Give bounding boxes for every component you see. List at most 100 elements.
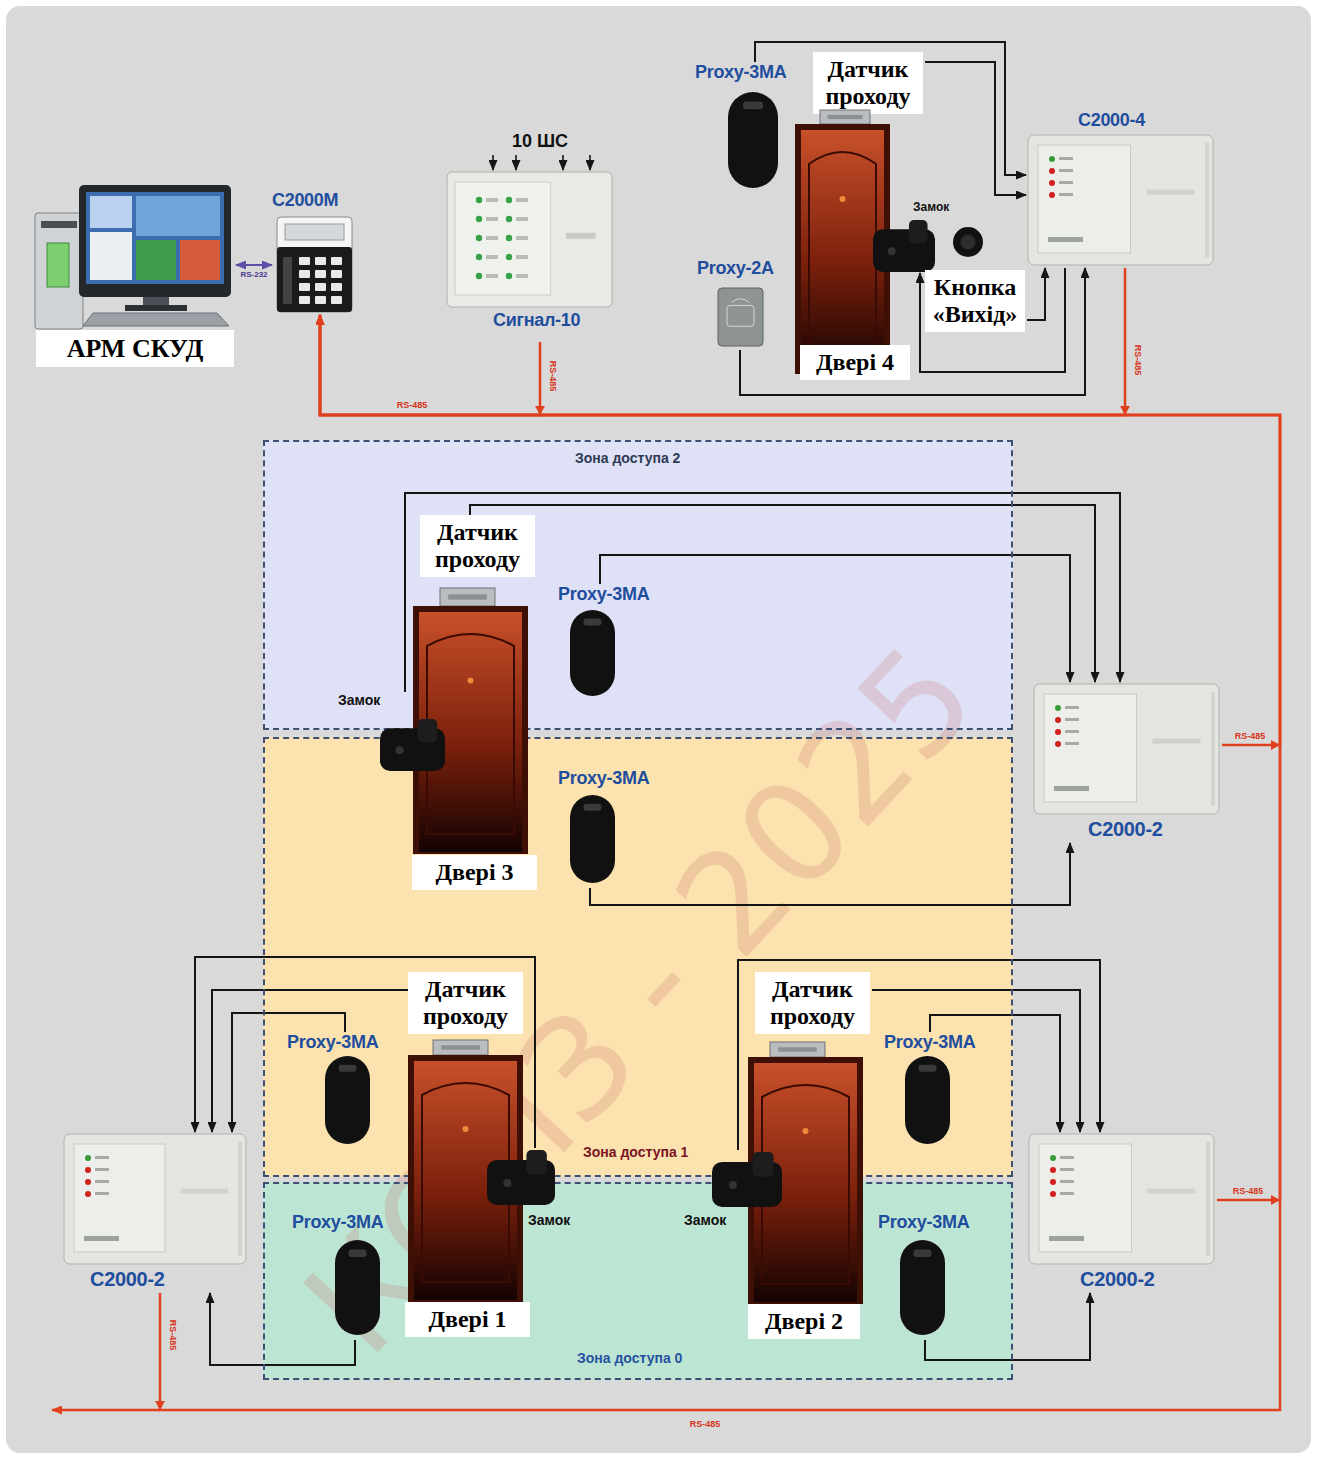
device-name: Замок — [338, 692, 380, 708]
device-name: С2000-2 — [1080, 1268, 1155, 1291]
pc-icon — [136, 196, 220, 236]
ctrl-icon — [1055, 717, 1061, 723]
sig-icon — [476, 254, 482, 260]
sig-icon — [516, 217, 528, 221]
km-icon — [277, 217, 352, 312]
lock-icon — [873, 220, 935, 272]
sig-icon — [506, 216, 512, 222]
ctrl-icon — [74, 1144, 165, 1252]
ctrl-icon — [238, 1142, 242, 1256]
lock-icon — [418, 719, 438, 742]
ctrl-icon — [1028, 135, 1213, 265]
ctrl-icon — [1055, 729, 1061, 735]
pc-icon — [180, 240, 220, 280]
ctrl-icon — [95, 1168, 109, 1171]
access-zone: Зона доступа 1Proxy-3MAДатчик проходуДат… — [263, 737, 1013, 1177]
bus-label: RS-485 — [690, 1419, 721, 1429]
input-arrow — [515, 155, 517, 170]
exit-button-node: Кнопка «Вихід» — [925, 225, 1027, 347]
lock-icon — [753, 1152, 774, 1177]
wire — [590, 843, 1070, 905]
caption-box: Датчик проходу — [408, 972, 523, 1034]
rs232-link — [236, 264, 272, 266]
reader-icon — [349, 1250, 367, 1258]
ctrl-icon — [85, 1179, 91, 1185]
reader2-icon — [732, 299, 750, 303]
button-icon — [961, 235, 976, 250]
wire — [920, 268, 1065, 372]
ctrl-icon — [1038, 145, 1131, 253]
button-icon — [953, 227, 983, 257]
ctrl-icon — [85, 1167, 91, 1173]
reader2-icon — [718, 288, 763, 346]
bus-junction-arrow — [1271, 740, 1280, 750]
reader-icon — [914, 1250, 932, 1258]
ctrl-icon — [1050, 1155, 1056, 1161]
reader-icon — [339, 1065, 357, 1072]
ctrl-icon — [1029, 1134, 1214, 1264]
bus-label: RS-485 — [548, 361, 558, 392]
km-icon — [331, 270, 342, 278]
reader-icon — [919, 1065, 937, 1072]
lock-icon — [396, 746, 404, 754]
sig-icon — [506, 197, 512, 203]
sensor-label: Датчик проходу — [755, 972, 872, 1036]
ctrl-icon — [84, 1236, 119, 1241]
lock-node: Замок — [484, 1148, 594, 1236]
device-name: Proxy-2A — [697, 258, 774, 279]
sig-icon — [476, 197, 482, 203]
bus-label: RS-485 — [1235, 731, 1266, 741]
sensor-icon — [448, 594, 487, 599]
pc-icon — [41, 221, 77, 228]
device-name: Proxy-3MA — [287, 1032, 378, 1053]
ctrl-icon — [1211, 692, 1215, 806]
lock-icon — [888, 247, 896, 255]
sensor-icon — [820, 110, 870, 124]
km-icon — [299, 283, 310, 291]
sig-icon — [506, 254, 512, 260]
lock-icon — [503, 1179, 511, 1187]
reader-node: Proxy-3MA — [882, 1032, 994, 1147]
ctrl-icon — [64, 1134, 246, 1264]
bus-junction-arrow — [535, 406, 545, 415]
ctrl-icon — [1152, 739, 1200, 744]
wire — [210, 1293, 355, 1365]
wire — [925, 62, 1026, 195]
reader-icon — [570, 610, 615, 696]
pc-icon — [90, 232, 132, 280]
reader-icon — [335, 1240, 380, 1335]
sig-icon — [476, 235, 482, 241]
pc-icon — [35, 213, 83, 329]
sig-icon — [506, 235, 512, 241]
ctrl-icon — [1059, 181, 1073, 184]
sig-icon — [486, 198, 498, 202]
reader-icon — [905, 1056, 950, 1144]
pc-icon — [136, 240, 176, 280]
zone-title: Зона доступа 1 — [583, 1144, 688, 1160]
ctrl-icon — [1065, 706, 1079, 709]
device-name: Proxy-3MA — [558, 584, 649, 605]
device-name: Proxy-3MA — [695, 62, 786, 83]
lock-icon — [487, 1150, 555, 1205]
reader2-icon — [727, 305, 754, 326]
reader-icon — [900, 1240, 945, 1335]
reader-icon — [570, 795, 615, 883]
wire — [600, 555, 1070, 682]
ctrl-icon — [1146, 190, 1194, 195]
km-icon — [315, 283, 326, 291]
ctrl-icon — [1059, 169, 1073, 172]
sensor-icon — [433, 1040, 488, 1055]
ctrl-icon — [1147, 1189, 1195, 1194]
bus-junction-arrow — [1120, 406, 1130, 415]
reader-node: Proxy-3MA — [556, 584, 671, 699]
reader-icon — [570, 795, 615, 883]
ctrl-icon — [1034, 684, 1219, 814]
ctrl-icon — [64, 1134, 246, 1264]
ctrl-icon — [1060, 1192, 1074, 1195]
ctrl-icon — [1059, 157, 1073, 160]
ctrl-icon — [1048, 237, 1083, 242]
reader-icon — [570, 610, 615, 696]
ctrl-icon — [1054, 786, 1089, 791]
wire — [872, 990, 1080, 1132]
pc-icon — [83, 313, 229, 326]
